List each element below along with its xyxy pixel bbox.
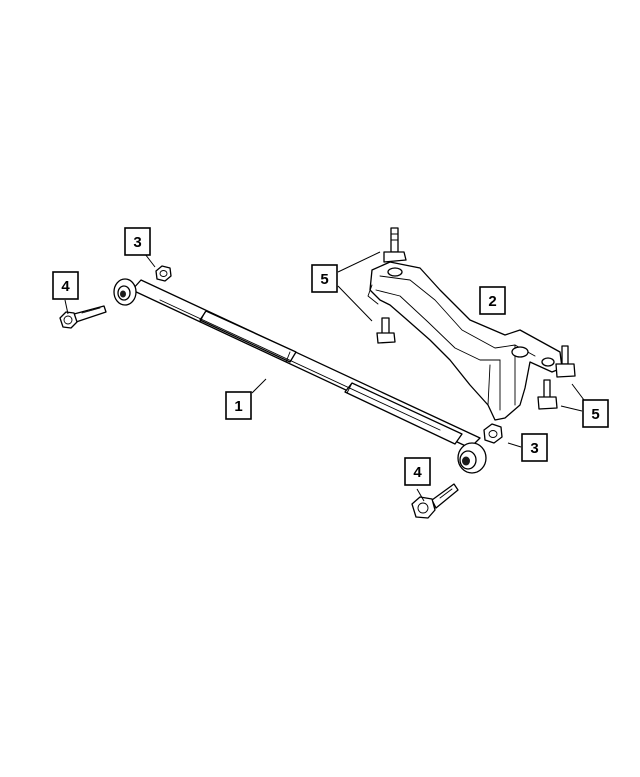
callout-5-left-label: 5 <box>320 271 328 288</box>
bracket-bolt-lower-left <box>376 317 396 344</box>
callout-4-right: 4 <box>404 457 431 486</box>
callout-3-right: 3 <box>521 433 548 462</box>
callout-4-left-label: 4 <box>61 278 70 295</box>
callout-5-left: 5 <box>311 264 338 293</box>
callout-2-label: 2 <box>488 293 496 310</box>
callout-1: 1 <box>225 391 252 420</box>
bolt-right <box>411 483 459 519</box>
callout-5-right: 5 <box>582 399 609 428</box>
bracket-bolt-lower-right <box>537 379 558 410</box>
nut-right <box>483 423 503 444</box>
callout-2: 2 <box>479 286 506 315</box>
callout-1-label: 1 <box>234 398 242 415</box>
callout-4-right-label: 4 <box>413 464 422 481</box>
bracket-bolt-upper-right <box>555 345 576 378</box>
callout-5-right-label: 5 <box>591 406 599 423</box>
callout-3-left-label: 3 <box>133 234 141 251</box>
callout-4-left: 4 <box>52 271 79 300</box>
track-bar <box>113 278 487 474</box>
bracket-bolt-upper-left <box>383 227 407 263</box>
nut-left <box>155 265 172 282</box>
callout-3-left: 3 <box>124 227 151 256</box>
mounting-bracket <box>367 261 563 421</box>
bolt-left <box>59 305 107 329</box>
callout-3-right-label: 3 <box>530 440 538 457</box>
